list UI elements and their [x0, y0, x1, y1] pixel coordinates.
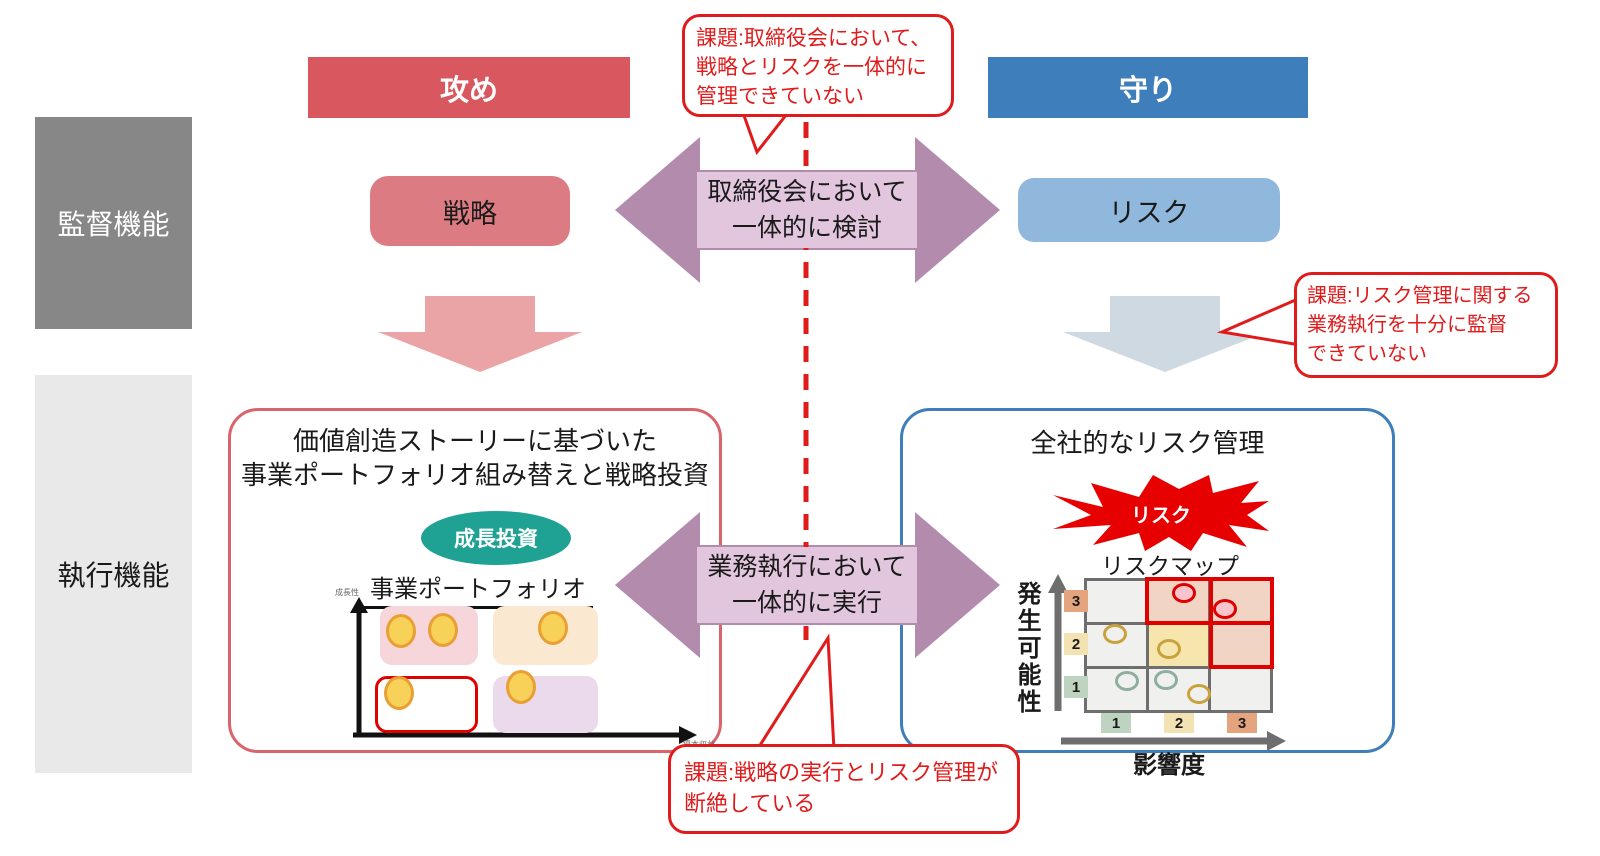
burst-polygon [1053, 475, 1269, 551]
business-bubble [384, 676, 414, 710]
y-tick-1: 1 [1064, 676, 1088, 698]
callout-right-line1: 課題:リスク管理に関する [1307, 285, 1533, 307]
riskmap-x-arrowhead [1267, 731, 1286, 751]
right-panel-title: 全社的なリスク管理 [1030, 428, 1265, 458]
offense-label: 攻め [439, 74, 498, 107]
risk-dot-red [1172, 583, 1196, 603]
risk-dot-yellow [1157, 639, 1181, 659]
portfolio-y-axis-label: 成長性 [335, 588, 359, 597]
x-tick-3: 3 [1227, 713, 1257, 733]
left-panel-portfolio: 価値創造ストーリーに基づいた 事業ポートフォリオ組み替えと戦略投資 成長投資 事… [228, 408, 722, 760]
business-bubble [538, 611, 568, 645]
callout-right-line3: できていない [1307, 343, 1427, 365]
risk-burst-label: リスク [1131, 504, 1191, 527]
riskmap-y-axis-label: 発生可能性 [1013, 581, 1040, 716]
execution-arrow-line2: 一体的に実行 [731, 589, 882, 617]
callout-right-line2: 業務執行を十分に監督 [1307, 314, 1507, 336]
callout-disconnect-issue: 課題:戦略の実行とリスク管理が 断絶している [668, 744, 1020, 834]
left-panel-title-line2: 事業ポートフォリオ組み替えと戦略投資 [240, 460, 709, 490]
business-bubble [506, 670, 536, 704]
execution-arrow-line1: 業務執行において [707, 553, 907, 581]
defense-label: 守り [1118, 74, 1177, 107]
sidebar-supervisory-function: 監督機能 [35, 117, 192, 329]
header-defense: 守り [988, 57, 1308, 118]
y-tick-3: 3 [1064, 590, 1088, 612]
sidebar-executive-function: 執行機能 [35, 375, 192, 773]
x-tick-2: 2 [1164, 713, 1194, 733]
callout-board-issue: 課題:取締役会において、 戦略とリスクを一体的に 管理できていない [682, 14, 954, 117]
down-arrow-strategy [378, 296, 582, 372]
risk-map-title: リスクマップ [1101, 553, 1239, 579]
right-callout-tail [1216, 295, 1302, 347]
risk-label: リスク [1108, 197, 1190, 228]
callout-top-line2: 戦略とリスクを一体的に [696, 56, 927, 79]
y-tick-2: 2 [1064, 633, 1088, 655]
supervision-arrow-label: 取締役会において 一体的に検討 [697, 172, 917, 248]
execution-arrow-label: 業務執行において 一体的に実行 [697, 547, 917, 623]
business-bubble [386, 614, 416, 648]
supervisory-label: 監督機能 [57, 209, 170, 240]
risk-cell-p1-i3 [1211, 669, 1270, 710]
strategy-box: 戦略 [370, 176, 570, 246]
portfolio-chart-title: 事業ポートフォリオ [363, 569, 593, 609]
strategy-label: 戦略 [443, 198, 497, 229]
down-arrow-risk [1063, 296, 1267, 372]
supervision-arrow-line1: 取締役会において [707, 178, 907, 206]
callout-bottom-line2: 断絶している [684, 791, 816, 816]
risk-box: リスク [1018, 178, 1280, 242]
executive-label: 執行機能 [57, 560, 170, 591]
risk-dot-yellow [1187, 684, 1211, 704]
risk-cell-p3-i1 [1087, 581, 1146, 622]
growth-investment-label: 成長投資 [454, 528, 538, 551]
high-risk-zone-right [1209, 577, 1274, 669]
left-panel-title-line1: 価値創造ストーリーに基づいた [292, 426, 657, 456]
growth-investment-badge: 成長投資 [421, 511, 571, 565]
riskmap-x-axis-label: 影響度 [1133, 752, 1205, 779]
callout-oversight-issue: 課題:リスク管理に関する 業務執行を十分に監督 できていない [1294, 272, 1558, 378]
callout-top-line1: 課題:取締役会において、 [696, 27, 932, 50]
risk-burst-shape [1053, 475, 1269, 551]
header-offense: 攻め [308, 57, 630, 118]
business-bubble [428, 613, 458, 647]
callout-bottom-line1: 課題:戦略の実行とリスク管理が [684, 760, 999, 785]
risk-dot-green [1115, 671, 1139, 691]
supervision-arrow-line2: 一体的に検討 [731, 214, 882, 242]
right-panel-risk-management: 全社的なリスク管理 リスク リスクマップ 発生可能性 3 2 1 1 [900, 408, 1395, 779]
callout-top-line3: 管理できていない [696, 85, 864, 108]
risk-cell-p2-i3 [1211, 625, 1270, 666]
risk-dot-yellow [1103, 624, 1127, 644]
x-tick-1: 1 [1101, 713, 1131, 733]
risk-dot-red [1213, 599, 1237, 619]
bottom-callout-tail [754, 633, 836, 752]
risk-dot-green [1154, 670, 1178, 690]
